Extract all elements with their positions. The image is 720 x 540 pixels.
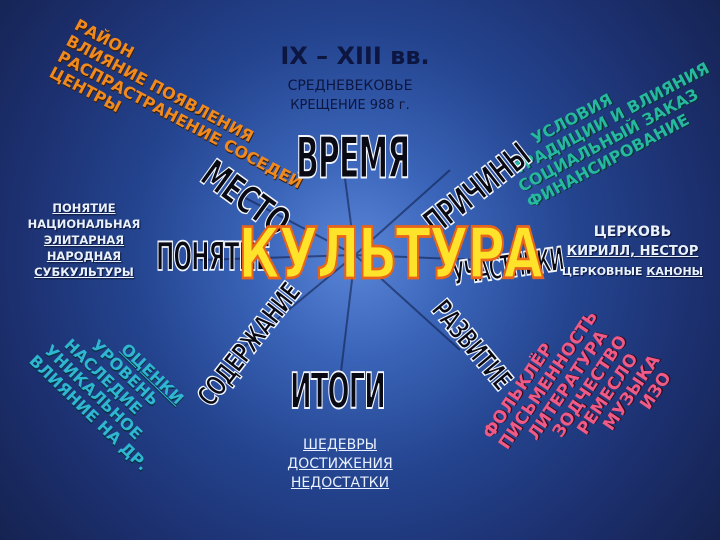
church-block: ЦЕРКОВЬ КИРИЛЛ, НЕСТОР ЦЕРКОВНЫЕ КАНОНЫ — [545, 222, 720, 282]
results-list: ШЕДЕВРЫ ДОСТИЖЕНИЯ НЕДОСТАТКИ — [240, 436, 440, 493]
spoke-concept: ПОНЯТИЕ — [156, 235, 272, 282]
concept-link-folk[interactable]: НАРОДНАЯ — [46, 249, 122, 263]
church-canons-link[interactable]: КАНОНЫ — [646, 265, 704, 278]
concept-link-concept[interactable]: ПОНЯТИЕ — [52, 201, 116, 215]
concept-list: ПОНЯТИЕ НАЦИОНАЛЬНАЯ ЭЛИТАРНАЯ НАРОДНАЯ … — [4, 200, 164, 280]
culture-title: КУЛЬТУРА — [237, 213, 544, 297]
concept-item-national: НАЦИОНАЛЬНАЯ — [27, 217, 141, 231]
baptism-label: КРЕЩЕНИЕ 988 г. — [290, 98, 410, 113]
church-canons-prefix: ЦЕРКОВНЫЕ — [561, 265, 647, 278]
spoke-time: ВРЕМЯ — [295, 125, 410, 193]
church-names-link[interactable]: КИРИЛЛ, НЕСТОР — [566, 244, 699, 259]
concept-link-subcultures[interactable]: СУБКУЛЬТУРЫ — [34, 265, 134, 279]
church-canons-line: ЦЕРКОВНЫЕ КАНОНЫ — [545, 262, 720, 282]
results-link-masterpieces[interactable]: ШЕДЕВРЫ — [303, 437, 377, 453]
concept-link-elite[interactable]: ЭЛИТАРНАЯ — [43, 233, 125, 247]
era-label: СРЕДНЕВЕКОВЬЕ — [287, 78, 413, 94]
church-title: ЦЕРКОВЬ — [593, 224, 672, 240]
spoke-results: ИТОГИ — [290, 364, 387, 423]
results-link-achievements[interactable]: ДОСТИЖЕНИЯ — [287, 456, 393, 472]
period-title: IX – XIII вв. — [280, 42, 430, 70]
results-link-shortcomings[interactable]: НЕДОСТАТКИ — [290, 475, 390, 491]
